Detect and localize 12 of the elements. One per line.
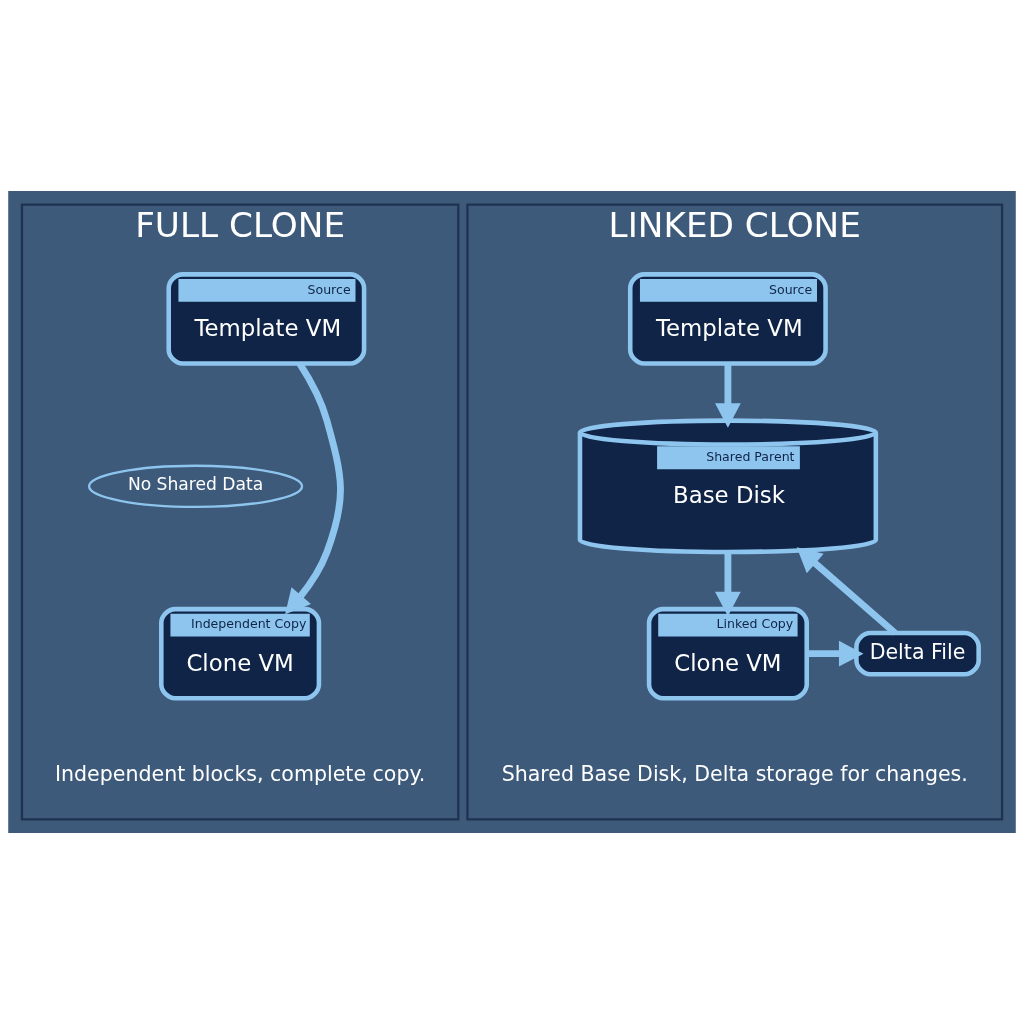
node-box: Source Template VM	[166, 272, 367, 366]
node-ellipse: No Shared Data	[87, 464, 304, 508]
node-box: Delta File	[854, 630, 981, 677]
arrow	[715, 363, 741, 428]
label: Independent blocks, complete copy.	[55, 761, 426, 786]
arrow	[715, 552, 741, 617]
node-box: Independent Copy Clone VM	[159, 606, 322, 701]
label: Shared Base Disk, Delta storage for changes.	[501, 761, 968, 786]
arrow	[796, 547, 898, 636]
node-box: Linked Copy Clone VM	[646, 606, 809, 701]
arrow	[806, 640, 864, 667]
node-box: Source Template VM	[627, 272, 828, 366]
